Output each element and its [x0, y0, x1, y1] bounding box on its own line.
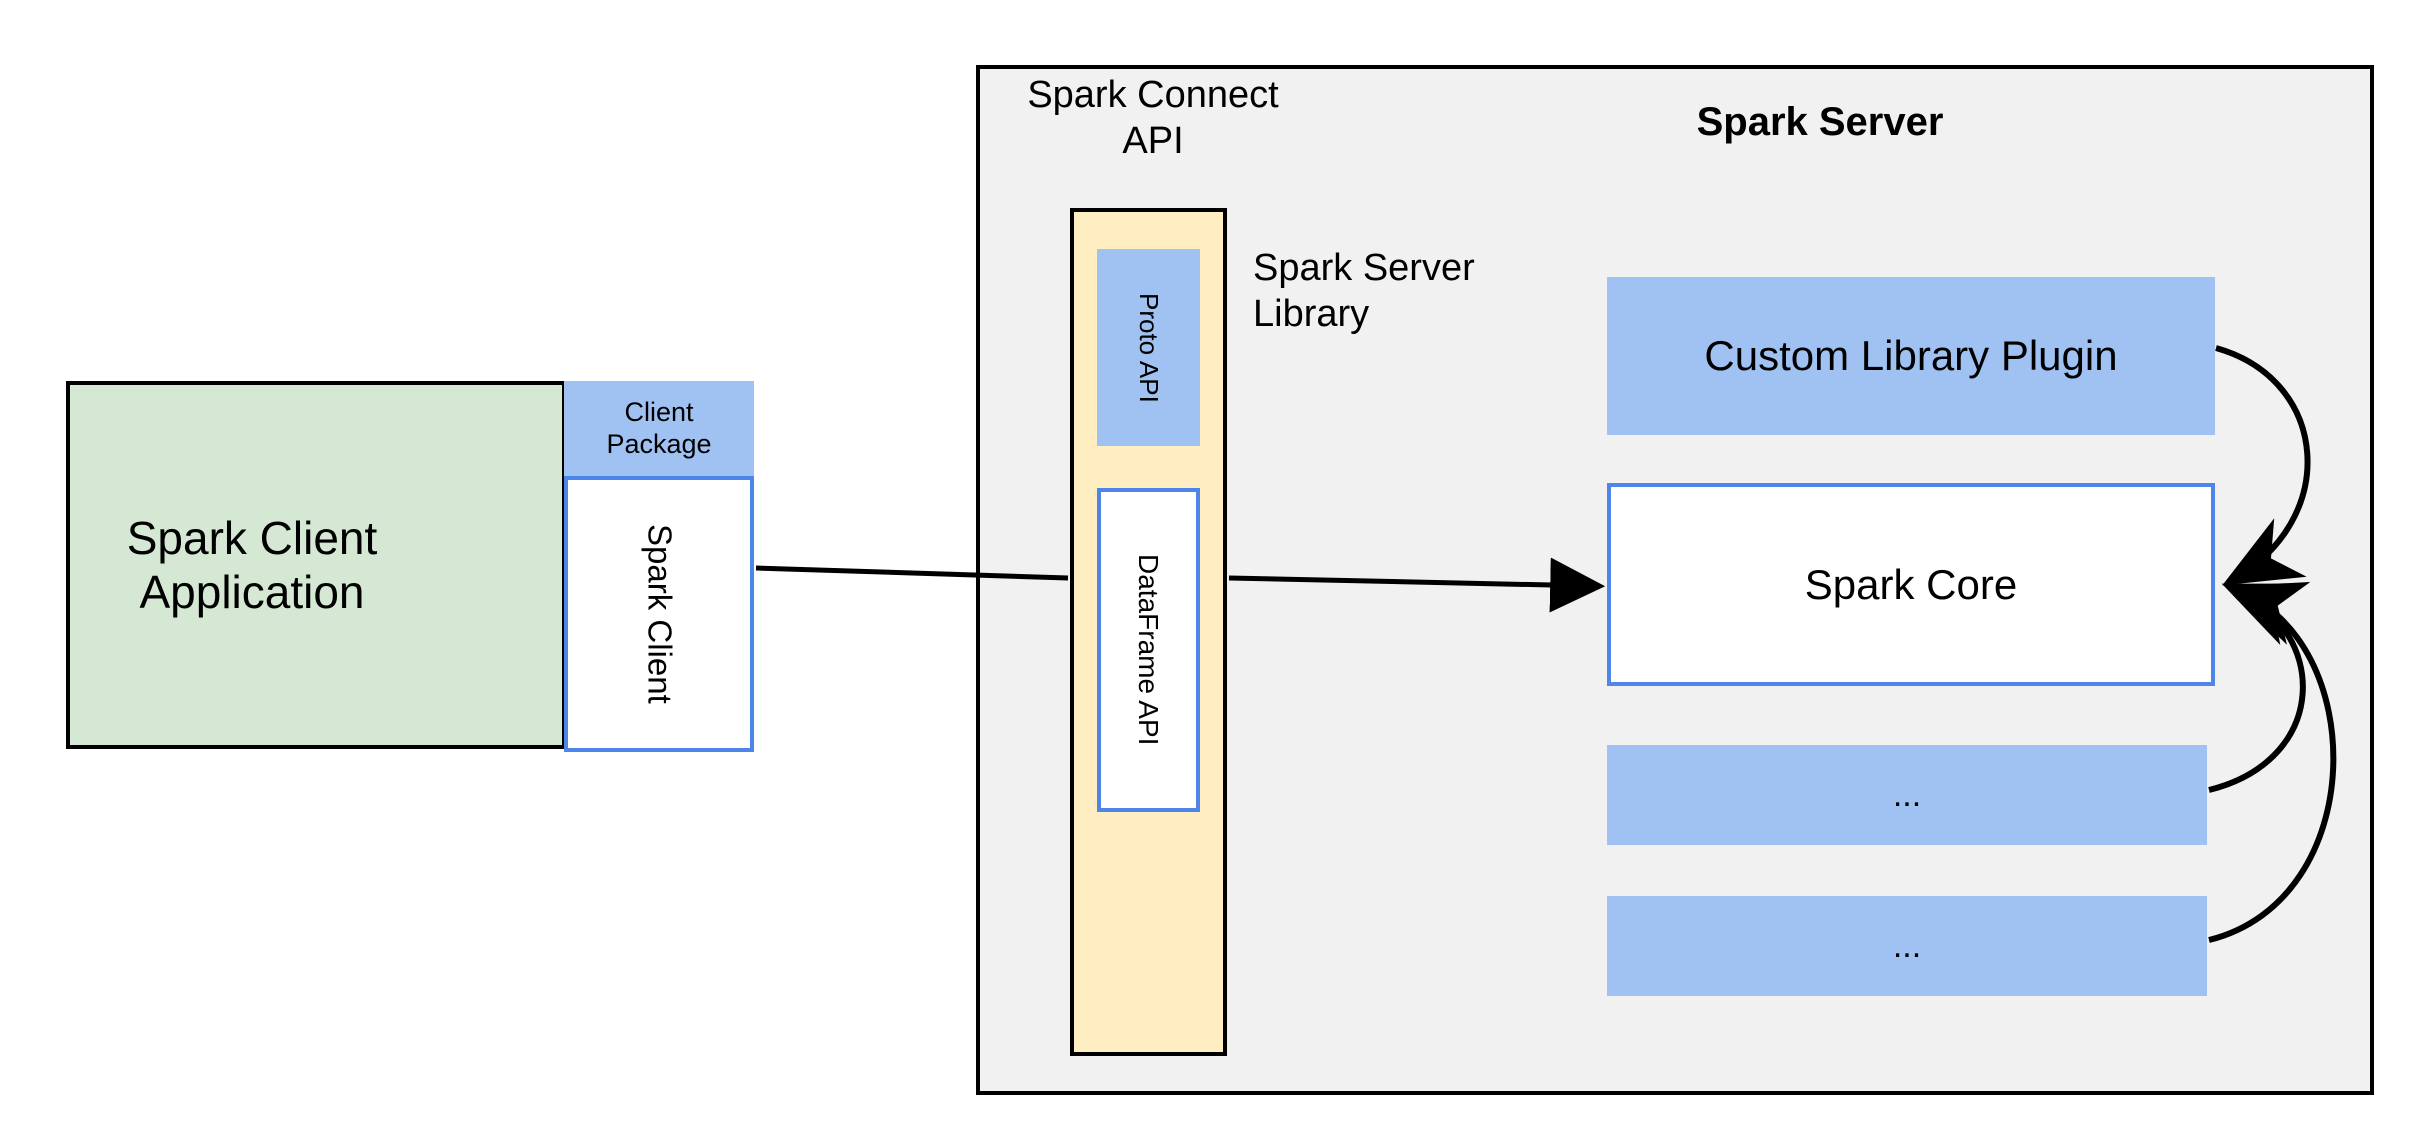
dataframe-api-label: DataFrame API	[1133, 554, 1165, 746]
spark-client-application-box: Spark Client Application	[66, 381, 566, 749]
spark-client-label: Spark Client	[641, 524, 679, 704]
proto-api-box: Proto API	[1097, 249, 1200, 446]
spark-core-box: Spark Core	[1607, 483, 2215, 686]
client-package-line2: Package	[606, 428, 712, 459]
client-package-label: Client Package	[606, 397, 711, 461]
client-package-line1: Client	[624, 396, 694, 427]
custom-library-plugin-box: Custom Library Plugin	[1607, 277, 2215, 435]
dataframe-api-box: DataFrame API	[1097, 488, 1200, 812]
spark-server-library-line2: Library	[1253, 293, 1370, 336]
spark-server-title: Spark Server	[1696, 100, 1944, 144]
ellipsis-box-2: ...	[1607, 896, 2207, 996]
spark-server-library-label: Spark Server Library	[1253, 245, 1583, 338]
spark-core-label: Spark Core	[1804, 560, 2018, 608]
spark-client-application-line2: Application	[139, 566, 365, 618]
ellipsis-label-2: ...	[1892, 926, 1922, 965]
client-package-box: Client Package	[564, 381, 754, 476]
spark-client-application-line1: Spark Client	[126, 511, 378, 564]
proto-api-label: Proto API	[1133, 292, 1164, 403]
spark-server-library-line1: Spark Server	[1253, 247, 1475, 289]
ellipsis-box-1: ...	[1607, 745, 2207, 845]
spark-client-box: Spark Client	[564, 476, 754, 752]
spark-connect-api-line2: API	[1122, 120, 1184, 163]
custom-library-plugin-label: Custom Library Plugin	[1704, 332, 2118, 380]
spark-client-application-label: Spark Client Application	[127, 511, 378, 620]
spark-connect-api-label: Spark Connect API	[1008, 72, 1298, 165]
ellipsis-label-1: ...	[1892, 775, 1922, 814]
spark-connect-api-line1: Spark Connect	[1027, 74, 1279, 116]
